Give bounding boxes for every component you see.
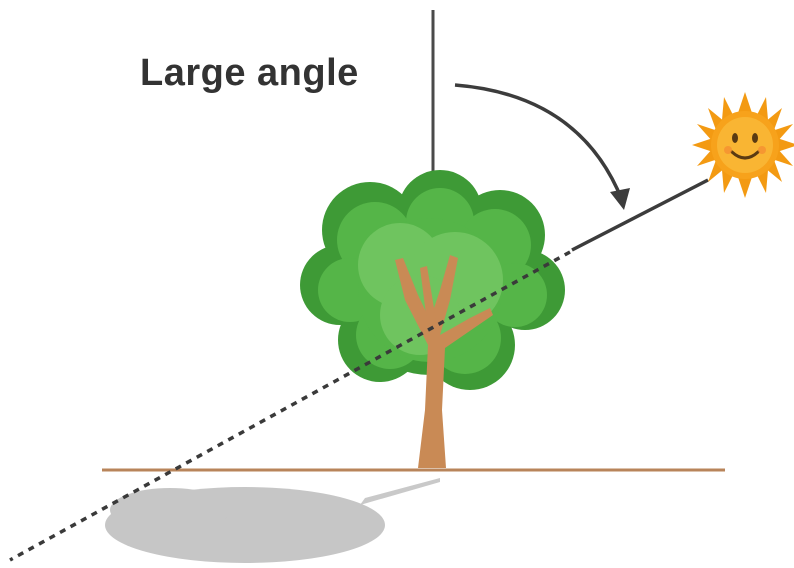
tree-shadow <box>105 478 440 563</box>
smiling-sun-icon <box>692 92 794 198</box>
angle-label: Large angle <box>140 52 359 94</box>
sunlight-ray-line <box>571 178 709 252</box>
tree-icon <box>300 170 565 468</box>
sunlight-projection-line <box>9 250 571 562</box>
angle-arrow <box>454 83 630 210</box>
